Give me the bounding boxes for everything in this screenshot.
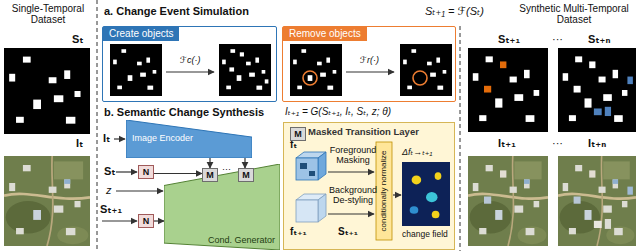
feature-cube xyxy=(296,152,326,180)
feature-label: Δfₜ→ₜ₊₁ xyxy=(402,148,432,158)
input-arrow xyxy=(116,171,137,172)
flow-arrow xyxy=(393,194,401,195)
operator-label: ℱr(·) xyxy=(360,56,379,66)
separator-line xyxy=(97,0,98,251)
generator-block: Cond. Generator xyxy=(164,164,280,250)
building-mask xyxy=(110,44,162,96)
building-mask xyxy=(558,48,636,132)
box-label: M xyxy=(239,169,253,181)
input-label: Sₜ₊₁ xyxy=(100,203,122,215)
step-label: conditionally normalize xyxy=(380,151,389,232)
transition-box: M xyxy=(238,168,254,182)
building-mask xyxy=(4,48,90,134)
normalize-bar xyxy=(376,142,392,240)
connector-arrow xyxy=(154,220,164,221)
flow-arrow xyxy=(328,213,374,214)
variable-label: Sₜ₊ₙ xyxy=(588,33,610,45)
box-label: M xyxy=(291,128,305,140)
flow-arrow xyxy=(328,171,374,172)
input-label: z xyxy=(106,184,112,196)
transform-arrow xyxy=(346,71,394,72)
building-mask xyxy=(468,48,548,132)
feature-cube xyxy=(296,194,326,222)
encoder-shape xyxy=(126,120,252,158)
panel-background xyxy=(283,122,455,250)
group-box: Create objects xyxy=(102,26,277,102)
group-box: Remove objects xyxy=(282,26,456,102)
norm-box: N xyxy=(138,214,154,228)
building-mask xyxy=(400,44,452,96)
box-label: Cond. Generator xyxy=(208,236,275,246)
variable-label: Sₜ xyxy=(72,33,84,45)
step-label: Background De-styling xyxy=(328,186,378,206)
change-field-image xyxy=(402,162,450,226)
box-label: M xyxy=(203,169,217,181)
encoder-block: Image Encoder xyxy=(126,120,252,158)
formula: Sₜ₊₁ = ℱ(Sₜ) xyxy=(425,5,484,17)
box-title: Masked Transition Layer xyxy=(308,126,419,137)
connector-arrow xyxy=(154,173,202,174)
highlight-circle xyxy=(413,71,427,85)
ellipsis: ··· xyxy=(552,33,563,45)
transition-box: M xyxy=(202,168,218,182)
building-mask xyxy=(219,44,271,96)
variable-label: Iₜ xyxy=(76,137,83,149)
aerial-image xyxy=(558,156,636,246)
transform-arrow xyxy=(166,71,214,72)
input-arrow xyxy=(102,220,137,221)
connector-arrow xyxy=(244,158,245,168)
dataset-title: Synthetic Multi-Temporal Dataset xyxy=(512,3,636,25)
aerial-image xyxy=(4,156,90,246)
transition-box: M xyxy=(290,127,306,141)
separator-line xyxy=(460,26,461,251)
operator-label: ℱc(·) xyxy=(180,56,201,66)
input-arrow xyxy=(116,190,163,191)
feature-label: fₜ₊₁ xyxy=(290,226,307,237)
box-title: Remove objects xyxy=(283,27,367,41)
input-arrow xyxy=(114,138,125,139)
generator-shape xyxy=(164,164,280,250)
step-label: Foreground Masking xyxy=(328,146,378,166)
section-heading: a. Change Event Simulation xyxy=(104,5,249,17)
aerial-image xyxy=(468,156,548,246)
norm-box: N xyxy=(138,165,154,179)
detail-panel: Masked Transition LayerM xyxy=(283,122,455,250)
dataset-title: Single-Temporal Dataset xyxy=(2,3,94,25)
variable-label: Sₜ₊₁ xyxy=(498,33,520,45)
connector-arrow xyxy=(209,158,210,168)
variable-label: Iₜ₊ₙ xyxy=(588,137,606,149)
ellipsis: ··· xyxy=(552,137,563,149)
input-label: Sₜ xyxy=(104,165,116,177)
input-label: Sₜ₊₁ xyxy=(338,226,358,237)
section-heading: b. Semantic Change Synthesis xyxy=(104,106,264,118)
variable-label: Iₜ₊₁ xyxy=(498,137,516,149)
box-label: Image Encoder xyxy=(132,134,193,144)
box-title: Create objects xyxy=(103,27,179,41)
input-label: Iₜ xyxy=(103,132,110,144)
box-label: N xyxy=(139,166,153,178)
building-mask xyxy=(290,44,342,96)
highlight-circle xyxy=(303,71,317,85)
image-caption: change field xyxy=(402,230,448,239)
formula: Iₜ₊₁ = G(Sₜ₊₁, Iₜ, Sₜ, z; θ) xyxy=(285,106,391,117)
box-label: N xyxy=(139,215,153,227)
